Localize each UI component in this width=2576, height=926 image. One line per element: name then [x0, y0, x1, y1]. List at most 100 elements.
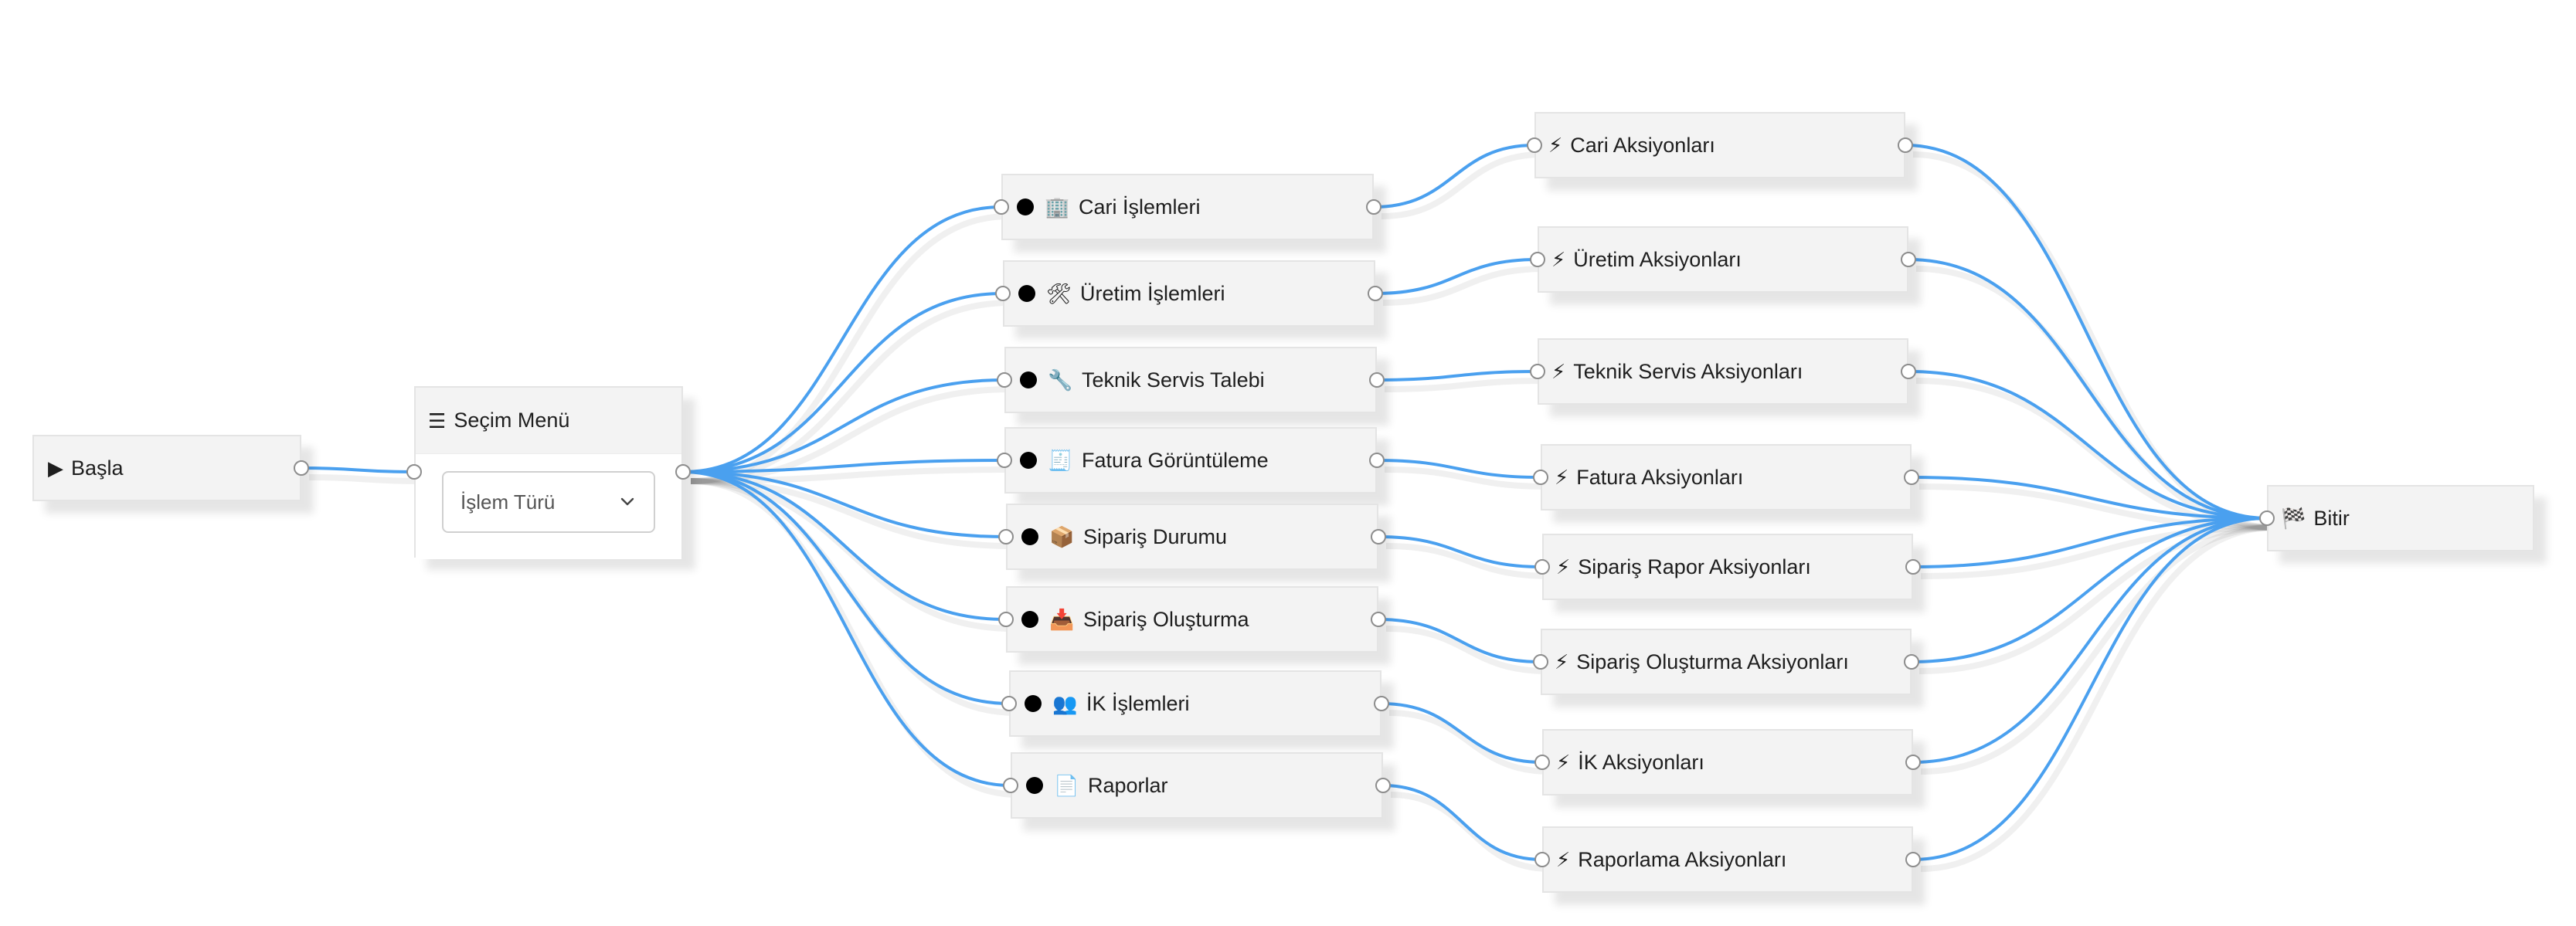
option-input-port[interactable]: [998, 529, 1014, 544]
wire-start-menu[interactable]: [301, 466, 415, 473]
wire-menu-option[interactable]: [682, 470, 1011, 787]
option-node-cari-islemleri[interactable]: 🏢 Cari İşlemleri: [994, 174, 1381, 240]
people-icon: 👥: [1052, 692, 1078, 715]
start-node[interactable]: ▶ Başla: [32, 435, 309, 501]
action-output-port[interactable]: [1904, 654, 1919, 670]
process-type-select[interactable]: İşlem Türü: [442, 471, 655, 533]
option-output-port[interactable]: [1368, 286, 1383, 301]
status-dot: [1020, 371, 1037, 388]
option-node-uretim-islemleri[interactable]: 🛠 Üretim İşlemleri: [995, 260, 1383, 327]
action-output-port[interactable]: [1905, 755, 1921, 770]
option-node-raporlar[interactable]: 📄 Raporlar: [1003, 752, 1391, 819]
option-output-port[interactable]: [1375, 778, 1391, 793]
option-label: Sipariş Durumu: [1083, 524, 1228, 548]
wire-menu-option[interactable]: [682, 470, 1007, 621]
action-node-teknik-servis-aksiyonlari[interactable]: ⚡ Teknik Servis Aksiyonları: [1530, 338, 1916, 405]
wire-action-end[interactable]: [1911, 476, 2268, 520]
wire-action-end[interactable]: [1912, 517, 2268, 861]
option-input-port[interactable]: [997, 453, 1012, 468]
option-input-port[interactable]: [998, 612, 1014, 627]
wire-option-action[interactable]: [1376, 459, 1541, 479]
wire-action-end[interactable]: [1908, 258, 2268, 520]
option-output-port[interactable]: [1369, 372, 1385, 388]
action-output-port[interactable]: [1905, 559, 1921, 575]
status-dot: [1021, 528, 1038, 545]
wire-option-action[interactable]: [1378, 618, 1541, 663]
option-input-port[interactable]: [997, 372, 1012, 388]
wire-menu-option[interactable]: [682, 470, 1007, 538]
option-label: Sipariş Oluşturma: [1083, 607, 1249, 631]
option-output-port[interactable]: [1371, 529, 1386, 544]
option-input-port[interactable]: [1001, 696, 1017, 711]
office-building-icon: 🏢: [1045, 195, 1070, 219]
wire-option-action-shadow: [1381, 151, 1543, 219]
lightning-icon: ⚡: [1556, 751, 1571, 774]
wire-option-action[interactable]: [1382, 784, 1543, 861]
action-input-port[interactable]: [1530, 364, 1545, 379]
wire-action-end-shadow: [1918, 524, 2275, 674]
wire-menu-option-shadow: [690, 478, 1014, 632]
start-output-port[interactable]: [294, 460, 309, 476]
option-output-port[interactable]: [1371, 612, 1386, 627]
action-node-siparis-rapor-aksiyonlari[interactable]: ⚡ Sipariş Rapor Aksiyonları: [1534, 534, 1921, 600]
option-output-port[interactable]: [1369, 453, 1385, 468]
action-input-port[interactable]: [1534, 559, 1550, 575]
action-input-port[interactable]: [1534, 852, 1550, 867]
action-label: Cari Aksiyonları: [1570, 133, 1715, 157]
option-input-port[interactable]: [994, 199, 1009, 215]
end-node[interactable]: 🏁 Bitir: [2259, 485, 2534, 551]
wire-option-action[interactable]: [1373, 144, 1535, 209]
wire-option-action[interactable]: [1376, 370, 1538, 382]
wire-action-end[interactable]: [1911, 517, 2268, 663]
action-output-port[interactable]: [1898, 137, 1913, 153]
action-node-uretim-aksiyonlari[interactable]: ⚡ Üretim Aksiyonları: [1530, 226, 1916, 293]
wire-option-action[interactable]: [1381, 702, 1543, 764]
wire-menu-option[interactable]: [682, 205, 1002, 473]
action-input-port[interactable]: [1530, 252, 1545, 267]
end-input-port[interactable]: [2259, 510, 2275, 526]
option-node-fatura-goruntuleme[interactable]: 🧾 Fatura Görüntüleme: [997, 427, 1385, 494]
wire-action-end[interactable]: [1912, 517, 2268, 764]
wire-menu-option[interactable]: [682, 459, 1005, 473]
option-input-port[interactable]: [995, 286, 1011, 301]
wrench-icon: 🔧: [1048, 368, 1073, 392]
action-node-raporlama-aksiyonlari[interactable]: ⚡ Raporlama Aksiyonları: [1534, 826, 1921, 893]
option-node-ik-islemleri[interactable]: 👥 İK İşlemleri: [1001, 670, 1389, 737]
wire-menu-option[interactable]: [682, 378, 1005, 473]
wire-option-action[interactable]: [1378, 535, 1543, 568]
page-icon: 📄: [1054, 774, 1079, 797]
selection-menu-node[interactable]: ☰ Seçim Menü İşlem Türü: [406, 386, 691, 559]
wire-action-end[interactable]: [1912, 517, 2268, 568]
wire-action-end[interactable]: [1908, 370, 2268, 520]
wire-action-end[interactable]: [1905, 144, 2268, 520]
action-node-siparis-olusturma-aksiyonlari[interactable]: ⚡ Sipariş Oluşturma Aksiyonları: [1533, 629, 1919, 695]
action-node-cari-aksiyonlari[interactable]: ⚡ Cari Aksiyonları: [1527, 112, 1913, 178]
option-output-port[interactable]: [1366, 199, 1381, 215]
action-output-port[interactable]: [1901, 364, 1916, 379]
action-output-port[interactable]: [1905, 852, 1921, 867]
receipt-icon: 🧾: [1048, 449, 1073, 472]
action-input-port[interactable]: [1527, 137, 1542, 153]
action-label: Raporlama Aksiyonları: [1578, 847, 1787, 871]
action-label: Üretim Aksiyonları: [1573, 247, 1742, 271]
option-output-port[interactable]: [1374, 696, 1389, 711]
wire-option-action[interactable]: [1375, 258, 1538, 295]
wire-option-action-shadow: [1384, 466, 1549, 490]
action-node-fatura-aksiyonlari[interactable]: ⚡ Fatura Aksiyonları: [1533, 444, 1919, 510]
wire-menu-option[interactable]: [682, 470, 1010, 705]
action-node-ik-aksiyonlari[interactable]: ⚡ İK Aksiyonları: [1534, 729, 1921, 795]
option-node-siparis-durumu[interactable]: 📦 Sipariş Durumu: [998, 504, 1386, 570]
menu-input-port[interactable]: [406, 464, 422, 480]
action-input-port[interactable]: [1534, 755, 1550, 770]
action-output-port[interactable]: [1901, 252, 1916, 267]
menu-output-port[interactable]: [675, 464, 691, 480]
action-output-port[interactable]: [1904, 470, 1919, 485]
option-input-port[interactable]: [1003, 778, 1018, 793]
option-node-siparis-olusturma[interactable]: 📥 Sipariş Oluşturma: [998, 586, 1386, 653]
option-node-teknik-servis-talebi[interactable]: 🔧 Teknik Servis Talebi: [997, 347, 1385, 413]
wire-menu-option[interactable]: [682, 292, 1004, 473]
lightning-icon: ⚡: [1555, 466, 1569, 489]
action-input-port[interactable]: [1533, 654, 1548, 670]
action-input-port[interactable]: [1533, 470, 1548, 485]
